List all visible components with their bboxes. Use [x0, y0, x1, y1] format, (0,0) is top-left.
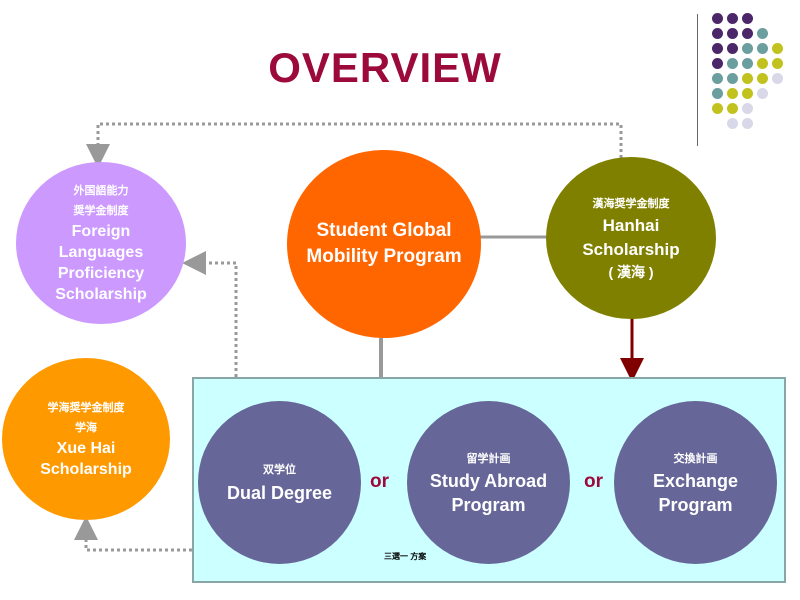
node-exchange-program: 交換計画 Exchange Program — [614, 401, 777, 564]
decor-dot — [712, 103, 723, 114]
decor-dot — [772, 43, 783, 54]
dual-en1: Dual Degree — [226, 482, 333, 503]
or-connector-1: or — [370, 471, 389, 492]
decor-dot — [727, 28, 738, 39]
abroad-zh1: 留学計画 — [466, 452, 511, 465]
foreign-zh1: 外国語能力 — [73, 185, 129, 197]
decor-dot — [772, 73, 783, 84]
decor-dot — [742, 118, 753, 129]
decor-dot — [727, 103, 738, 114]
dotted-arrow-panel-to-xuehai — [74, 516, 192, 552]
foreign-en1: Foreign — [71, 223, 131, 240]
node-dual-degree: 双学位 Dual Degree — [198, 401, 361, 564]
or-connector-2: or — [584, 471, 603, 492]
decor-dot — [742, 88, 753, 99]
decor-dot — [757, 58, 768, 69]
exchange-zh1: 交換計画 — [673, 452, 718, 465]
foreign-zh2: 奨学金制度 — [73, 205, 129, 217]
xuehai-en1: Xue Hai — [56, 440, 116, 457]
dotted-arrow-panel-to-foreign — [182, 251, 238, 377]
abroad-en1: Study Abroad — [429, 470, 548, 491]
panel-note: 三選一 方案 — [384, 552, 427, 561]
decor-dot — [712, 28, 723, 39]
decor-dot — [727, 43, 738, 54]
xuehai-en2: Scholarship — [40, 461, 132, 478]
hanhai-en1: Hanhai — [602, 215, 660, 235]
node-student-global-mobility: Student Global Mobility Program — [287, 150, 481, 338]
exchange-en1: Exchange — [652, 470, 739, 491]
xuehai-zh1: 学海奨学金制度 — [47, 402, 125, 414]
decor-dot — [727, 58, 738, 69]
center-en2: Mobility Program — [306, 246, 462, 267]
node-xue-hai-scholarship: 学海奨学金制度 学海 Xue Hai Scholarship — [2, 358, 170, 520]
decor-dot — [712, 88, 723, 99]
decor-dot — [742, 28, 753, 39]
dotted-arrow-hanhai-to-foreign — [86, 122, 623, 168]
foreign-en3: Proficiency — [57, 265, 145, 282]
decor-vertical-line — [697, 14, 698, 146]
xuehai-zh2: 学海 — [75, 422, 97, 434]
center-en1: Student Global — [316, 220, 452, 241]
node-foreign-languages: 外国語能力 奨学金制度 Foreign Languages Proficienc… — [16, 162, 186, 324]
decor-dot — [712, 58, 723, 69]
decor-dot — [742, 73, 753, 84]
decor-dot — [727, 88, 738, 99]
decor-dot — [727, 118, 738, 129]
decor-dot — [742, 103, 753, 114]
decor-dot — [727, 73, 738, 84]
foreign-en2: Languages — [58, 244, 144, 261]
foreign-en4: Scholarship — [55, 286, 147, 303]
exchange-en2: Program — [658, 494, 733, 515]
dual-zh1: 双学位 — [263, 463, 296, 476]
abroad-en2: Program — [451, 494, 526, 515]
decor-dot — [757, 73, 768, 84]
node-hanhai-scholarship: 漢海奨学金制度 Hanhai Scholarship ( 漢海 ) — [546, 157, 716, 319]
hanhai-en2: Scholarship — [582, 239, 680, 259]
decor-dot — [712, 73, 723, 84]
decor-dot — [742, 43, 753, 54]
node-study-abroad: 留学計画 Study Abroad Program — [407, 401, 570, 564]
decor-dot — [772, 58, 783, 69]
decor-dot — [742, 13, 753, 24]
page-title: OVERVIEW — [268, 44, 502, 91]
hanhai-zh1: 漢海奨学金制度 — [592, 197, 670, 210]
decor-dot — [742, 58, 753, 69]
decor-dot — [727, 13, 738, 24]
decor-dot — [712, 43, 723, 54]
decor-dot — [757, 88, 768, 99]
decor-dot — [757, 28, 768, 39]
decor-dot — [757, 43, 768, 54]
hanhai-en3: ( 漢海 ) — [608, 263, 654, 280]
decor-dot — [712, 13, 723, 24]
